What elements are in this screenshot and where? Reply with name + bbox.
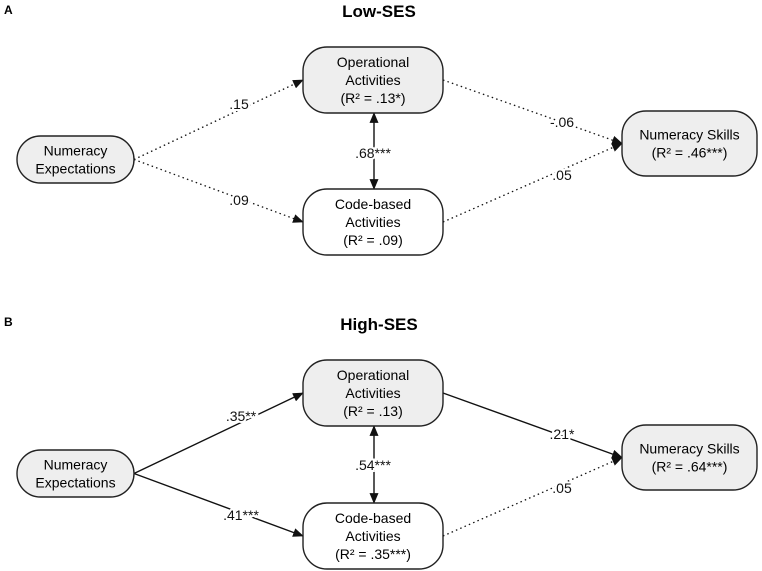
node-label-line: Activities: [345, 385, 400, 401]
panel-letter: B: [4, 315, 13, 329]
panel-b: B High-SES .35** .41*** .21* .05 .54*** Numerac…: [4, 315, 758, 570]
node-shape: [302, 46, 444, 114]
node-label-line: Operational: [337, 54, 409, 70]
node-label-line: Activities: [345, 72, 400, 88]
edge-label-code-to-skills: .05: [552, 480, 572, 496]
edge-expect-to-oper: [133, 79, 304, 161]
edge-label-code-to-skills: .05: [552, 167, 572, 183]
node-label-line: (R² = .09): [343, 232, 403, 248]
edge-label-expect-to-oper: .35**: [226, 408, 257, 424]
node-label-line: Activities: [345, 214, 400, 230]
edge-label-expect-to-code: .09: [229, 192, 249, 208]
edge-oper-to-skills: [442, 392, 623, 459]
node-label-line: (R² = .46***): [652, 145, 728, 161]
node-label-line: Operational: [337, 367, 409, 383]
edge-label-oper-to-code: .54***: [355, 457, 391, 473]
node-skills: Numeracy Skills (R² = .46***): [621, 110, 758, 177]
node-label-line: Numeracy Skills: [639, 441, 739, 457]
node-shape: [302, 359, 444, 427]
edge-expect-to-code: [133, 158, 304, 223]
edge-code-to-skills: [442, 456, 623, 537]
node-skills: Numeracy Skills (R² = .64***): [621, 424, 758, 491]
node-shape: [621, 110, 758, 177]
node-label-line: Code-based: [335, 196, 411, 212]
node-label-line: Numeracy Skills: [639, 127, 739, 143]
panel-title: Low-SES: [342, 2, 416, 21]
panel-a: A Low-SES .15 .09 -.06 .05 .68*** NumeracyExpec…: [4, 2, 758, 256]
edge-code-to-skills: [442, 142, 623, 223]
node-shape: [621, 424, 758, 491]
node-label-line: (R² = .13): [343, 403, 403, 419]
edge-label-oper-to-skills: .21*: [550, 426, 575, 442]
edge-label-oper-to-code: .68***: [355, 145, 391, 161]
node-shape: [16, 449, 135, 498]
node-label-line: Expectations: [35, 475, 115, 491]
node-shape: [302, 502, 444, 570]
edge-label-oper-to-skills: -.06: [550, 114, 574, 130]
panel-title: High-SES: [340, 315, 417, 334]
node-label-line: (R² = .13*): [341, 90, 406, 106]
panel-letter: A: [4, 3, 13, 17]
edge-label-expect-to-code: .41***: [223, 507, 259, 523]
node-label-line: Numeracy: [44, 143, 108, 159]
node-label-line: Expectations: [35, 161, 115, 177]
edge-oper-to-skills: [442, 79, 623, 145]
node-label-line: (R² = .35***): [335, 546, 411, 562]
node-shape: [302, 188, 444, 256]
node-label-line: Activities: [345, 528, 400, 544]
edge-label-expect-to-oper: .15: [229, 96, 249, 112]
node-label-line: (R² = .64***): [652, 459, 728, 475]
edge-expect-to-code: [133, 472, 304, 537]
node-label-line: Code-based: [335, 510, 411, 526]
node-label-line: Numeracy: [44, 457, 108, 473]
edge-expect-to-oper: [133, 392, 304, 475]
node-shape: [16, 135, 135, 184]
